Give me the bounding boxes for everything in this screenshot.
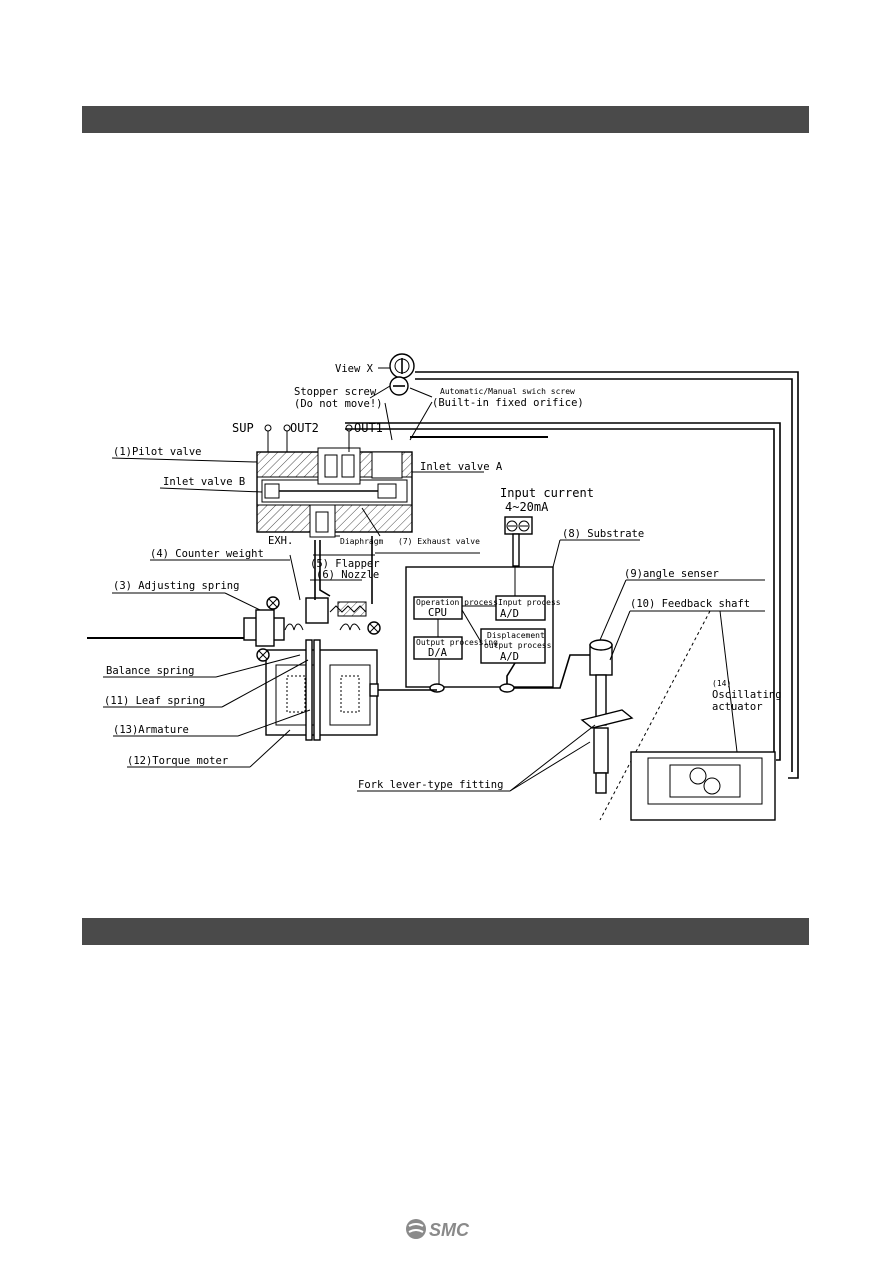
label-input-process: Input process <box>498 598 561 607</box>
label-counter-weight: (4) Counter weight <box>150 548 264 560</box>
label-operation-process: Operation process <box>416 598 498 607</box>
label-stopper-screw: Stopper screw <box>294 386 377 398</box>
label-feedback-shaft: (10) Feedback shaft <box>630 598 750 610</box>
smc-logo-icon <box>406 1219 426 1239</box>
section-header-bar-2 <box>82 918 809 945</box>
label-output-processing: Output processing <box>416 638 498 647</box>
label-da: D/A <box>428 647 448 659</box>
label-input-current: Input current <box>500 486 594 500</box>
label-nozzle: (6) Nozzle <box>316 569 379 581</box>
label-inlet-valve-a: Inlet valve A <box>420 461 503 473</box>
label-leaf-spring: (11) Leaf spring <box>104 695 205 707</box>
counter-weight <box>305 597 329 624</box>
label-pilot-valve: (1)Pilot valve <box>113 446 202 458</box>
label-flapper: (5) Flapper <box>310 558 380 570</box>
view-x-dial-icon <box>389 353 415 396</box>
torque-motor <box>265 639 379 741</box>
label-angle-sensor: (9)angle senser <box>624 568 719 580</box>
label-torque-motor: (12)Torque moter <box>127 755 228 767</box>
oscillating-actuator <box>630 751 776 821</box>
label-displacement-2: output process <box>484 641 552 650</box>
label-exhaust-valve: (7) Exhaust valve <box>398 537 480 546</box>
pilot-valve-block <box>256 447 413 538</box>
label-inlet-valve-b: Inlet valve B <box>163 476 245 488</box>
label-builtin-orifice: (Built-in fixed orifice) <box>432 397 584 409</box>
label-ad: A/D <box>500 608 519 620</box>
label-exh: EXH. <box>268 535 293 547</box>
label-out1: OUT1 <box>354 421 383 435</box>
label-armature: (13)Armature <box>113 724 189 736</box>
label-oscillating-no: (14) <box>712 679 731 688</box>
label-auto-manual-screw: Automatic/Manual swich screw <box>440 387 575 396</box>
smc-logo-text: SMC <box>429 1220 470 1240</box>
label-sup: SUP <box>232 421 254 435</box>
smc-logo: SMC <box>404 1216 484 1242</box>
label-do-not-move: (Do not move!) <box>294 398 383 410</box>
label-displacement-1: Displacement <box>487 631 545 640</box>
label-oscillating-2: actuator <box>712 701 763 713</box>
section-header-bar-1 <box>82 106 809 133</box>
label-balance-spring: Balance spring <box>106 665 195 677</box>
substrate-board <box>405 566 554 688</box>
label-cpu: CPU <box>428 607 447 619</box>
label-oscillating-1: Oscillating <box>712 689 782 701</box>
label-input-range: 4~20mA <box>505 500 549 514</box>
label-fork-lever: Fork lever-type fitting <box>358 779 503 791</box>
angle-sensor <box>580 639 634 794</box>
label-substrate: (8) Substrate <box>562 528 644 540</box>
label-out2: OUT2 <box>290 421 319 435</box>
label-adjusting-spring: (3) Adjusting spring <box>113 580 239 592</box>
label-diaphragm: Diaphragm <box>340 537 384 546</box>
label-view-x: View X <box>335 363 374 375</box>
label-ad2: A/D <box>500 651 519 663</box>
